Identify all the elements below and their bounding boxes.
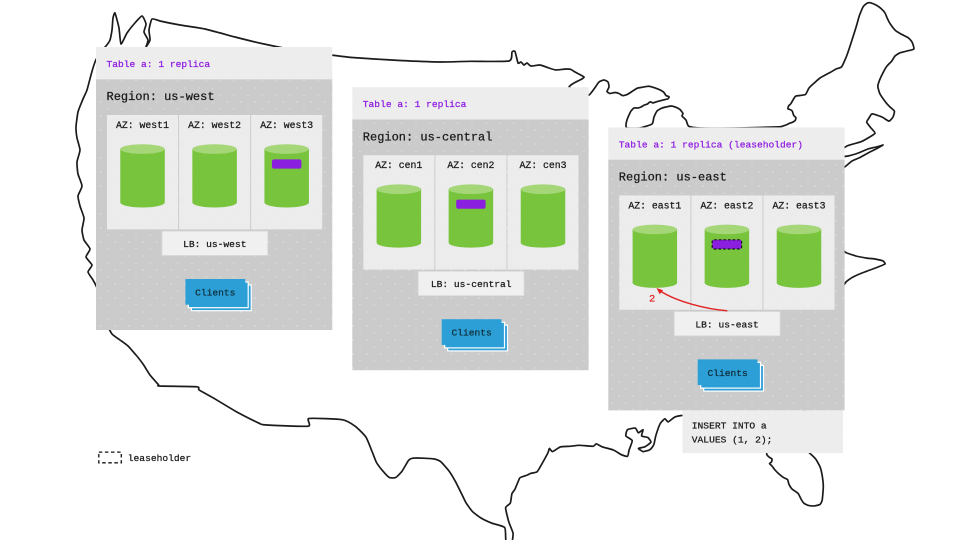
svg-text:AZ: east2: AZ: east2: [700, 200, 753, 211]
svg-text:Region: us-west: Region: us-west: [107, 90, 215, 104]
svg-text:AZ: east3: AZ: east3: [773, 200, 826, 211]
svg-text:Region: us-central: Region: us-central: [363, 130, 493, 144]
svg-text:Clients: Clients: [451, 328, 491, 339]
svg-text:AZ: cen1: AZ: cen1: [375, 160, 422, 171]
svg-text:AZ: west2: AZ: west2: [188, 120, 241, 131]
svg-text:Table a: 1 replica: Table a: 1 replica: [363, 99, 467, 110]
svg-text:Region: us-east: Region: us-east: [619, 171, 727, 185]
svg-text:LB: us-east: LB: us-east: [695, 319, 758, 330]
svg-text:VALUES (1, 2);: VALUES (1, 2);: [692, 435, 773, 446]
svg-text:AZ: cen2: AZ: cen2: [447, 160, 494, 171]
svg-text:leaseholder: leaseholder: [128, 453, 191, 464]
svg-text:INSERT INTO a: INSERT INTO a: [692, 421, 767, 432]
svg-text:Clients: Clients: [707, 368, 747, 379]
svg-text:AZ: west1: AZ: west1: [116, 120, 169, 131]
svg-text:Table a: 1 replica (leaseholde: Table a: 1 replica (leaseholder): [619, 139, 803, 150]
svg-text:LB: us-central: LB: us-central: [431, 279, 512, 290]
svg-text:AZ: cen3: AZ: cen3: [519, 160, 566, 171]
svg-text:AZ: east1: AZ: east1: [628, 200, 681, 211]
svg-text:LB: us-west: LB: us-west: [183, 239, 246, 250]
svg-text:2: 2: [649, 294, 655, 306]
svg-text:Clients: Clients: [195, 288, 235, 299]
svg-text:Table a: 1 replica: Table a: 1 replica: [107, 59, 211, 70]
svg-text:AZ: west3: AZ: west3: [260, 120, 313, 131]
